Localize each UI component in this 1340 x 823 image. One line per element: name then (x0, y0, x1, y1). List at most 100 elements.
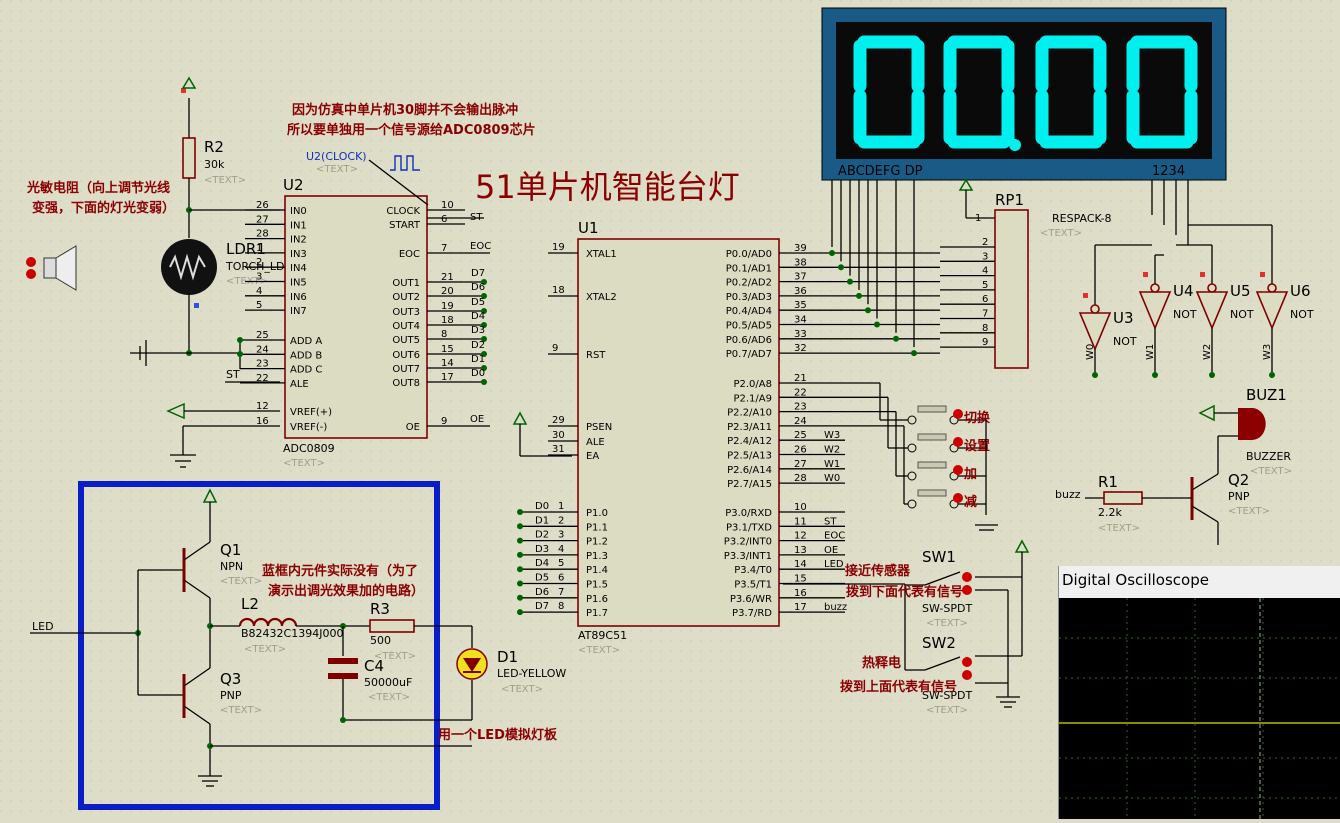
u1-pin-num: 13 (794, 545, 807, 556)
u1-pin-num: 38 (794, 257, 807, 268)
l2-inductor[interactable]: L2 B82432C1394J000 <TEXT> (210, 595, 370, 655)
u1-pin-num: 17 (794, 602, 807, 613)
r2-resistor[interactable]: R2 30k <TEXT> (181, 76, 246, 238)
u1-net-label: LED (824, 559, 844, 570)
u1-pin-name: P3.4/T0 (734, 565, 772, 576)
u1-pin-name: P0.1/AD1 (726, 263, 772, 274)
u1-ref: U1 (578, 219, 599, 237)
u2-pin-name: OUT4 (392, 321, 420, 332)
r3-text: <TEXT> (374, 651, 416, 662)
u1-pin-num: 12 (794, 531, 807, 542)
u1-at89c51[interactable]: U1 AT89C51 <TEXT> XTAL119XTAL218RST9PSEN… (517, 219, 940, 656)
u2-pin-name: ADD B (290, 350, 322, 361)
u2-pin-name: IN0 (290, 206, 307, 217)
q1-type: NPN (220, 560, 243, 573)
c4-text: <TEXT> (368, 692, 410, 703)
u1-net-label: D0 (535, 501, 549, 512)
u1-net-label: buzz (824, 602, 847, 613)
u1-net-label: W1 (824, 459, 840, 470)
u3-ref: U3 (1113, 309, 1134, 327)
u2-out-net: D7 (471, 268, 485, 279)
u1-pin-name: P0.3/AD3 (726, 292, 772, 303)
u2-pin-num: 15 (441, 344, 454, 355)
button-label-0: 切换 (964, 410, 991, 426)
u1-pin-name: P0.2/AD2 (726, 278, 772, 289)
u3-net: W0 (1085, 344, 1096, 360)
rp1-pin-num: 9 (982, 337, 988, 348)
seven-segment-display[interactable]: ABCDEFG DP 1234 (821, 7, 1227, 181)
u1-net-label: D5 (535, 573, 549, 584)
u2-part: ADC0809 (283, 442, 335, 455)
button-label-1: 设置 (964, 439, 990, 454)
buz1-value: BUZZER (1246, 450, 1291, 463)
u1-pin-num: 35 (794, 300, 807, 311)
q3-transistor[interactable]: Q3 PNP <TEXT> (182, 667, 262, 725)
digital-oscilloscope-window[interactable]: Digital Oscilloscope (1058, 566, 1340, 819)
u2-adc0809[interactable]: U2 ADC0809 <TEXT> IN026IN127IN228IN31IN4… (240, 176, 491, 469)
u6-net: W3 (1262, 344, 1273, 360)
u1-pin-name: P0.0/AD0 (726, 249, 772, 260)
speaker-icon[interactable] (26, 245, 77, 291)
q2-transistor[interactable]: Q2 PNP <TEXT> (1190, 471, 1270, 545)
u1-pin-name: P2.6/A14 (727, 465, 772, 476)
u2-st-net: ST (226, 368, 240, 381)
u2-pin-name: OUT5 (392, 335, 420, 346)
u2-pin-num: 7 (441, 243, 447, 254)
u1-pin-num: 14 (794, 559, 807, 570)
oscilloscope-screen (1059, 598, 1340, 819)
u2-pin-num: 16 (256, 416, 269, 427)
sensor-note: 接近传感器 (845, 563, 911, 579)
u1-pin-name: XTAL1 (586, 249, 617, 260)
set-button[interactable]: 设置 (907, 433, 990, 454)
u1-pin-name: P2.5/A13 (727, 451, 772, 462)
clock-note-2: 所以要单独用一个信号源给ADC0809芯片 (287, 122, 536, 138)
r1-resistor[interactable]: R1 2.2k <TEXT> (1085, 473, 1192, 534)
u1-pin-name: P1.1 (586, 522, 608, 533)
u2-pin-name: OUT1 (392, 278, 420, 289)
d1-led[interactable]: D1 LED-YELLOW <TEXT> (456, 626, 566, 720)
switch-button[interactable]: 切换 (907, 405, 991, 426)
buz1-ref: BUZ1 (1246, 386, 1287, 404)
rp1-pin-num: 5 (982, 280, 988, 291)
u1-pin-name: P0.6/AD6 (726, 335, 772, 346)
u1-text: <TEXT> (578, 645, 620, 656)
u2-oe-label: OE (470, 414, 484, 425)
sw2-value: SW-SPDT (922, 689, 972, 702)
sw2-text: <TEXT> (926, 705, 968, 716)
u2-out-net: D3 (471, 325, 485, 336)
u2-st-label: ST (470, 212, 483, 223)
button-label-3: 减 (964, 494, 977, 510)
buzzer[interactable]: BUZ1 BUZZER <TEXT> (1238, 386, 1292, 477)
u2-pin-num: 17 (441, 372, 454, 383)
digit-label: 1234 (1152, 164, 1185, 179)
q1-transistor[interactable]: Q1 NPN <TEXT> (182, 502, 262, 599)
u1-net-label: W3 (824, 430, 840, 441)
r2-text: <TEXT> (204, 175, 246, 186)
plus-button[interactable]: 加 (907, 461, 986, 482)
r1-ref: R1 (1098, 473, 1118, 491)
c4-capacitor[interactable]: C4 50000uF <TEXT> (328, 626, 412, 720)
u2-pin-name: OUT3 (392, 307, 420, 318)
r3-resistor[interactable]: R3 500 <TEXT> (369, 600, 472, 662)
sw1-switch[interactable]: SW1 SW-SPDT <TEXT> (905, 548, 972, 629)
rp1-pin-num: 1 (975, 213, 981, 224)
u1-pin-name: P1.7 (586, 608, 608, 619)
minus-button[interactable]: 减 (907, 489, 986, 510)
u1-pin-num: 21 (794, 373, 807, 384)
u6-value: NOT (1290, 308, 1314, 321)
sw2-switch[interactable]: SW2 SW-SPDT <TEXT> (905, 634, 972, 716)
u2-out-net: D2 (471, 340, 485, 351)
u2-eoc-label: EOC (470, 241, 491, 252)
u2-pin-num: 6 (441, 214, 447, 225)
u2-pin-name: IN6 (290, 292, 307, 303)
l2-text: <TEXT> (244, 644, 286, 655)
u2-pin-num: 1 (256, 243, 262, 254)
u2-pin-num: 19 (441, 301, 454, 312)
u1-pin-num: 18 (552, 285, 565, 296)
